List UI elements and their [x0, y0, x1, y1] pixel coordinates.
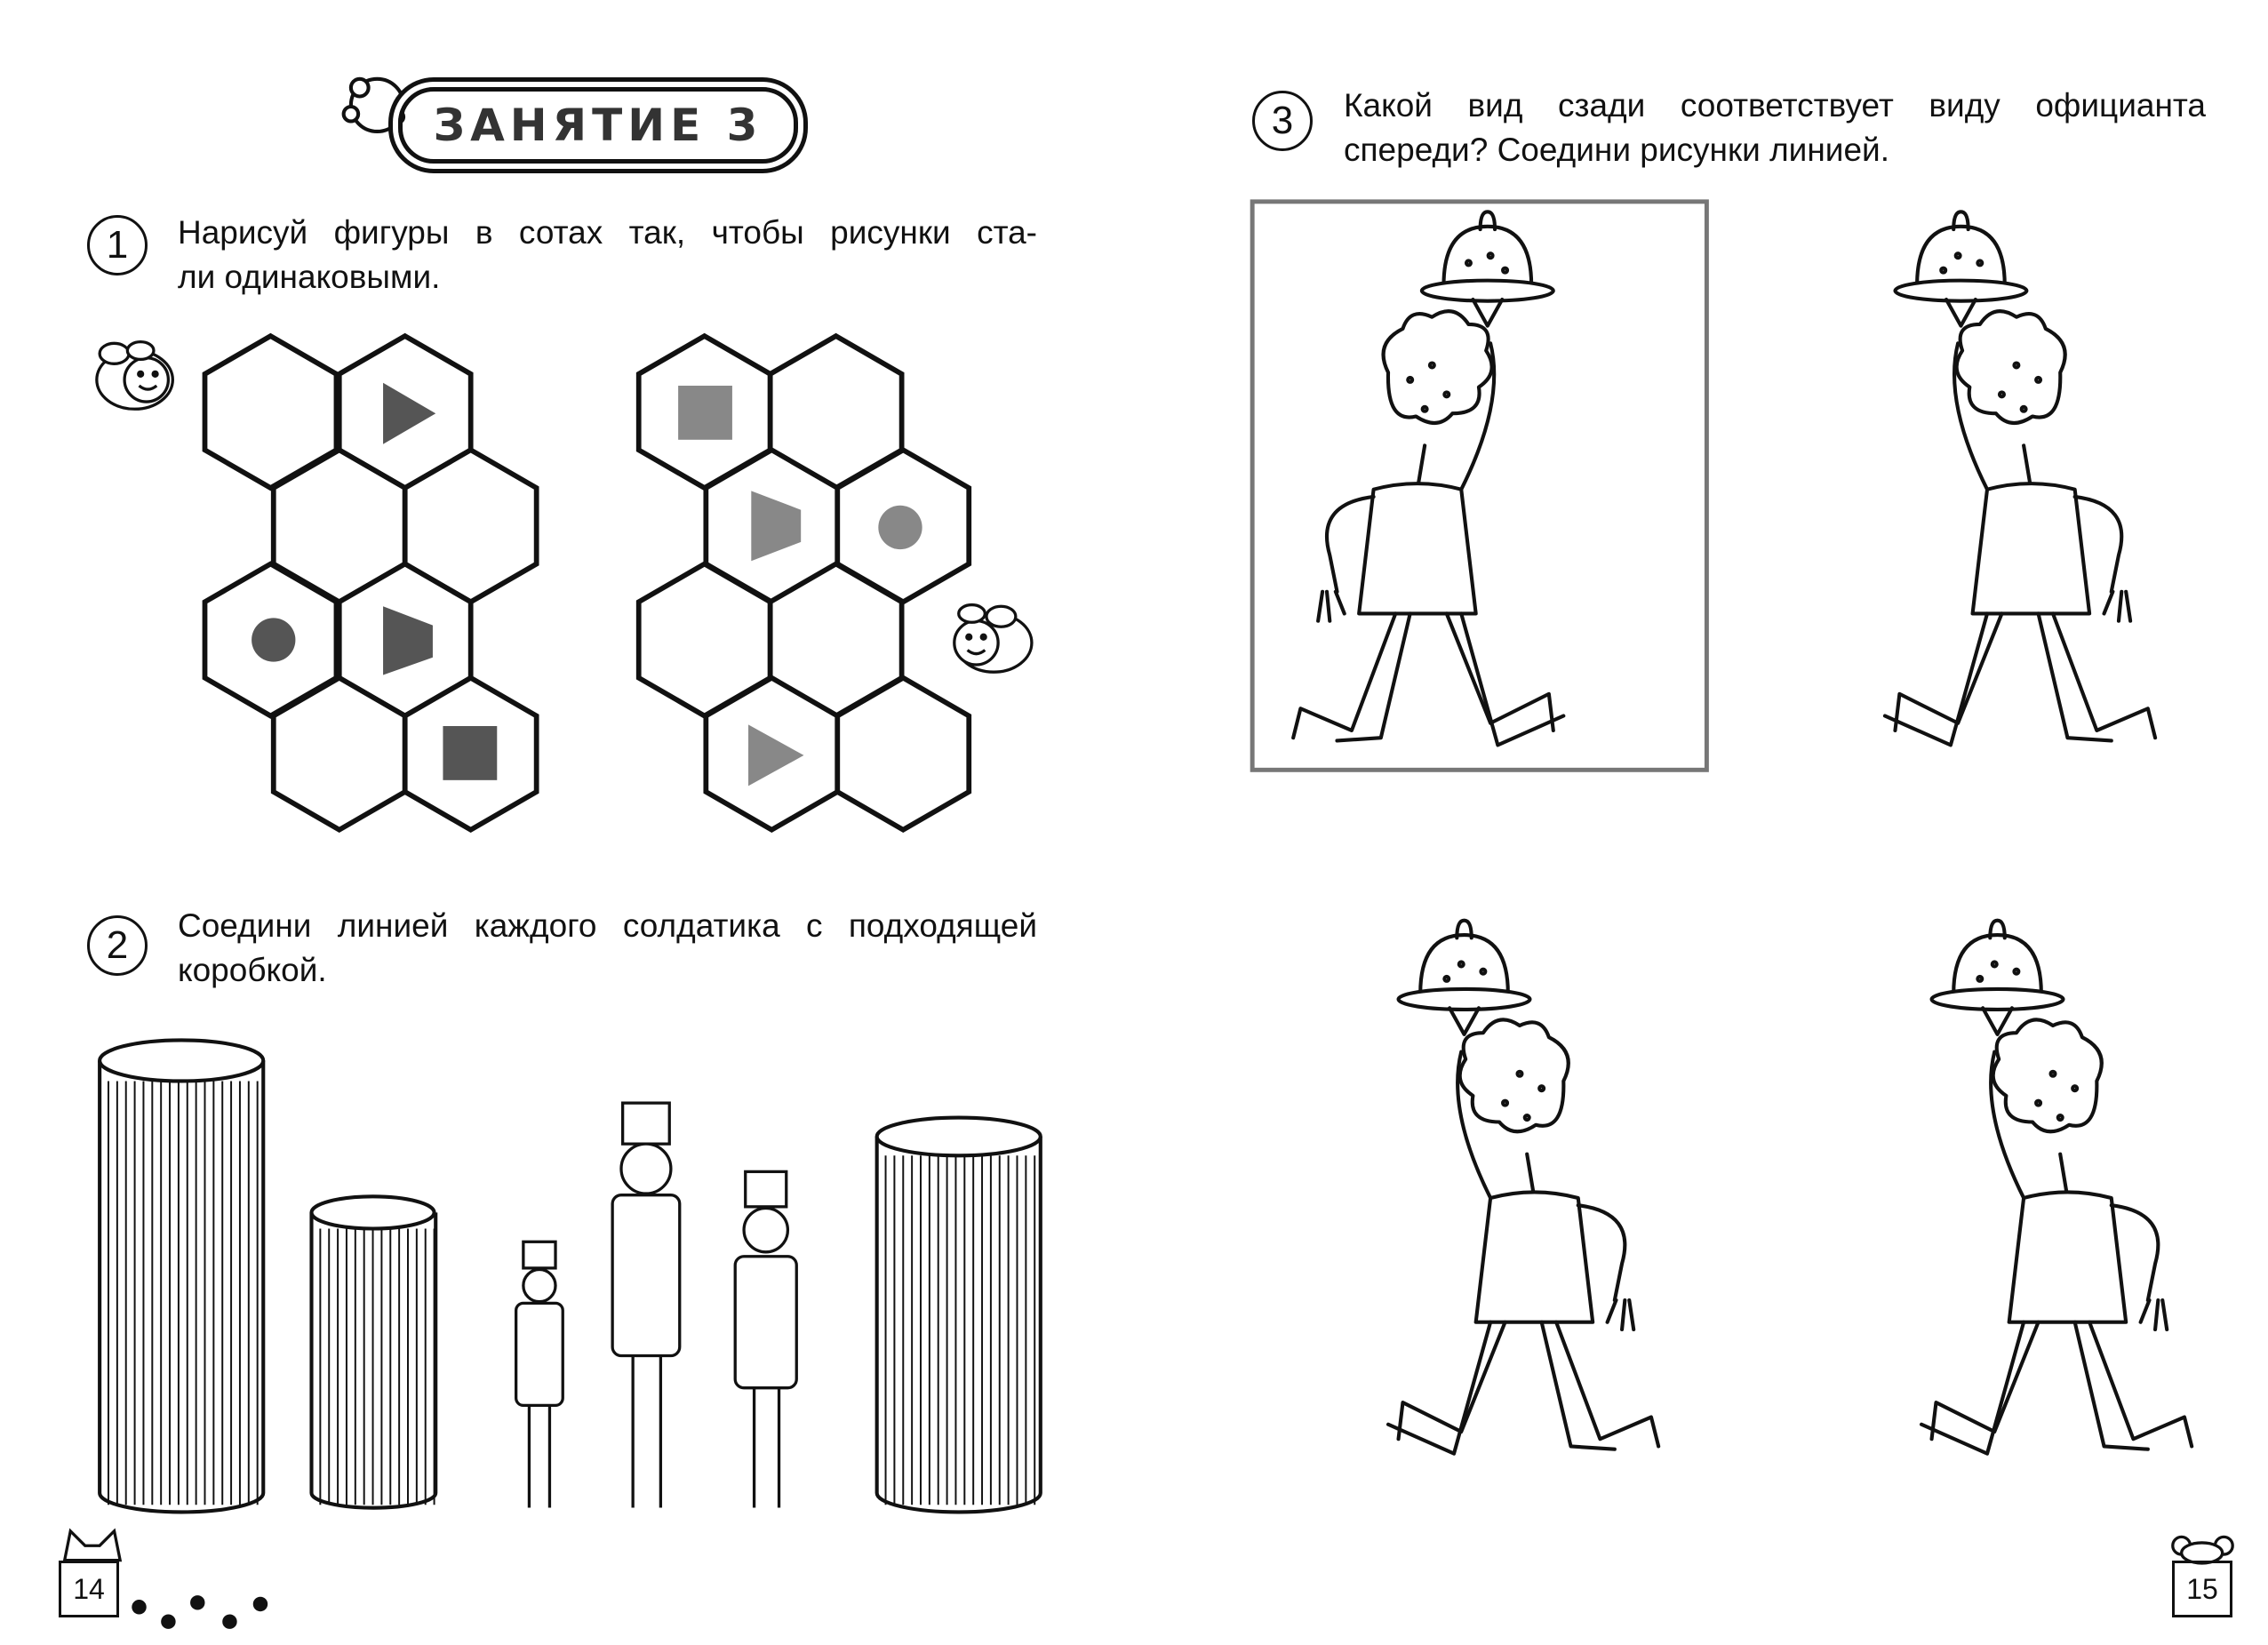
- waiter-front-view[interactable]: [1293, 212, 1563, 745]
- task-number-1: 1: [87, 215, 148, 275]
- bee-icon: [95, 340, 174, 411]
- soldier-tall[interactable]: [611, 1101, 682, 1508]
- waiter-back-view-3[interactable]: [1921, 921, 2192, 1454]
- bee-icon: [953, 603, 1034, 674]
- bear-mascot-icon: [341, 76, 406, 134]
- task-1-instruction: Нарисуй фигуры в сотах так, чтобы рисунк…: [178, 214, 1037, 295]
- task-number-2: 2: [87, 915, 148, 976]
- paw-prints-icon: [132, 1595, 268, 1629]
- square-shape: [443, 726, 498, 780]
- page-number-left: 14: [59, 1561, 119, 1617]
- box-tall[interactable]: [98, 1038, 266, 1514]
- honeycomb-sample: [204, 336, 536, 830]
- front-view-frame: [1250, 199, 1709, 772]
- box-medium[interactable]: [874, 1115, 1042, 1514]
- triangle-shape: [383, 382, 436, 444]
- honeycomb-to-complete: [639, 336, 970, 830]
- circle-shape: [252, 618, 296, 662]
- trapezoid-shape: [383, 606, 433, 675]
- lesson-title: ЗАНЯТИЕ 3: [398, 87, 798, 164]
- mouse-icon: [2171, 1535, 2234, 1565]
- task-3-instruction: Какой вид сзади соответствует виду офици…: [1344, 87, 2206, 168]
- soldier-small[interactable]: [514, 1240, 564, 1508]
- cat-icon: [62, 1528, 123, 1562]
- task-2-instruction: Соедини линией каждого солдатика с подхо…: [178, 907, 1037, 988]
- soldier-medium[interactable]: [733, 1170, 798, 1508]
- triangle-shape: [748, 724, 804, 787]
- waiter-back-view-2[interactable]: [1388, 921, 1658, 1454]
- page-number-right: 15: [2172, 1561, 2232, 1617]
- square-shape: [678, 385, 732, 440]
- circle-shape: [878, 505, 922, 550]
- task-number-3: 3: [1252, 91, 1313, 151]
- waiter-back-view-1[interactable]: [1885, 212, 2155, 745]
- trapezoid-shape: [751, 491, 802, 562]
